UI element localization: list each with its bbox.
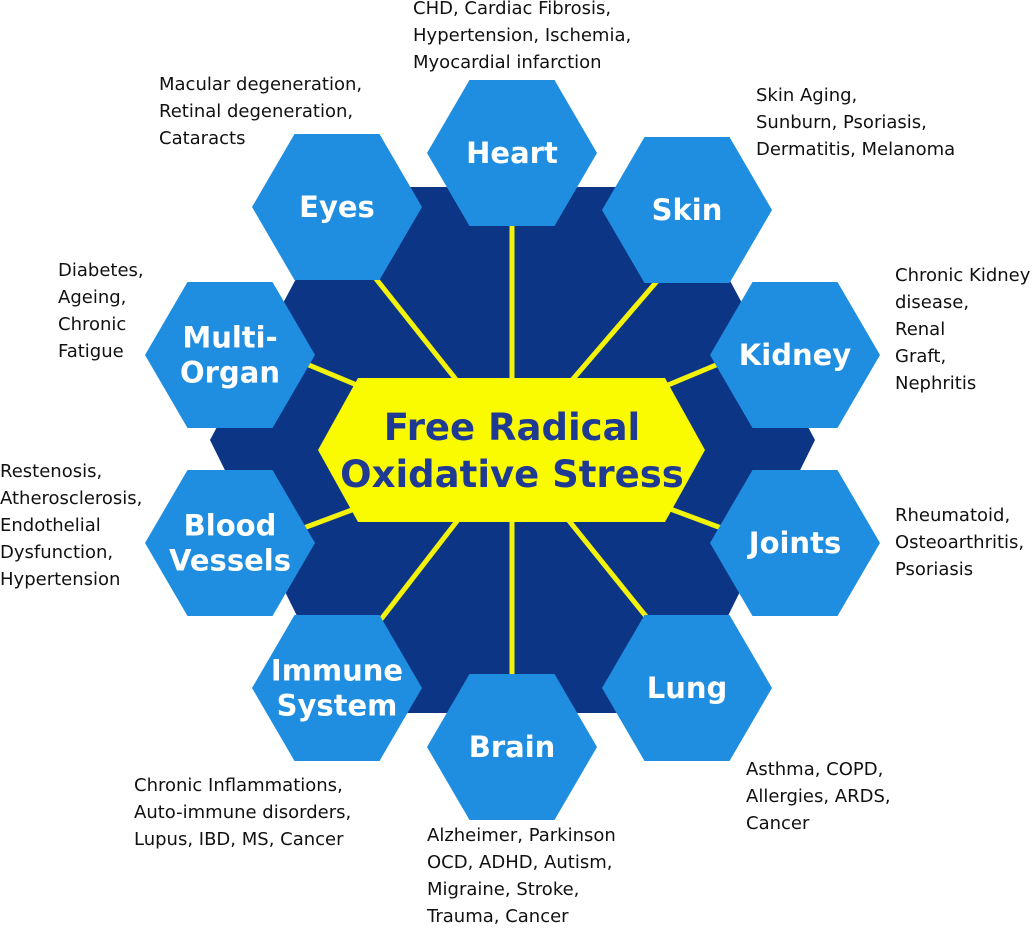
kidney-node: Kidney: [710, 282, 880, 428]
description-line: Cataracts: [159, 128, 246, 149]
description-line: Allergies, ARDS,: [746, 786, 891, 807]
brain-hexagon: [427, 674, 597, 820]
description-line: Hypertension: [0, 569, 121, 590]
blood-vessels-label: Vessels: [169, 544, 291, 578]
joints-hexagon: [710, 470, 880, 616]
lung-description: Asthma, COPD, Allergies, ARDS, Cancer: [746, 756, 891, 837]
heart-node: Heart: [427, 80, 597, 226]
heart-hexagon: [427, 80, 597, 226]
eyes-hexagon: [252, 134, 422, 280]
description-line: Chronic: [58, 314, 127, 335]
joints-description: Rheumatoid, Osteoarthritis, Psoriasis: [895, 502, 1024, 583]
heart-description: CHD, Cardiac Fibrosis, Hypertension, Isch…: [413, 0, 631, 76]
description-line: Osteoarthritis,: [895, 532, 1025, 553]
lung-hexagon: [602, 615, 772, 761]
multi-organ-label: Multi-: [182, 321, 277, 355]
description-line: Cancer: [746, 813, 810, 834]
kidney-label: Kidney: [739, 338, 851, 372]
description-line: Dysfunction,: [0, 542, 114, 563]
center-title-line1: Free Radical: [384, 406, 640, 449]
eyes-label: Eyes: [299, 190, 375, 224]
center-title-line2: Oxidative Stress: [340, 453, 684, 496]
joints-node: Joints: [710, 470, 880, 616]
kidney-hexagon: [710, 282, 880, 428]
description-line: Atherosclerosis,: [0, 488, 143, 509]
description-line: Dermatitis, Melanoma: [756, 139, 956, 160]
description-line: Psoriasis: [895, 559, 974, 580]
heart-label: Heart: [466, 136, 558, 170]
brain-label: Brain: [469, 730, 556, 764]
description-line: Skin Aging,: [756, 85, 858, 106]
description-line: Fatigue: [58, 341, 124, 362]
description-line: Renal: [895, 319, 946, 340]
multi-organ-node: Multi-Organ: [145, 282, 315, 428]
description-line: OCD, ADHD, Autism,: [427, 852, 613, 873]
description-line: Chronic Kidney: [895, 265, 1031, 286]
skin-hexagon: [602, 137, 772, 283]
immune-system-description: Chronic Inflammations, Auto-immune disord…: [134, 772, 351, 853]
skin-node: Skin: [602, 137, 772, 283]
description-line: CHD, Cardiac Fibrosis,: [413, 0, 612, 19]
description-line: Auto-immune disorders,: [134, 802, 352, 823]
multi-organ-hexagon: [145, 282, 315, 428]
lung-label: Lung: [647, 671, 728, 705]
immune-system-label: Immune: [271, 654, 403, 688]
multi-organ-label: Organ: [180, 356, 280, 390]
description-line: disease,: [895, 292, 970, 313]
description-line: Asthma, COPD,: [746, 759, 884, 780]
description-line: Sunburn, Psoriasis,: [756, 112, 927, 133]
joints-label: Joints: [747, 526, 841, 560]
blood-vessels-hexagon: [145, 470, 315, 616]
description-line: Diabetes,: [58, 260, 144, 281]
description-line: Trauma, Cancer: [427, 906, 569, 927]
description-line: Endothelial: [0, 515, 101, 536]
eyes-description: Macular degeneration, Retinal degeneratio…: [159, 71, 362, 152]
eyes-node: Eyes: [252, 134, 422, 280]
description-line: Myocardial infarction: [413, 52, 602, 73]
center-hexagon: [318, 378, 705, 522]
description-line: Rheumatoid,: [895, 505, 1011, 526]
description-line: Retinal degeneration,: [159, 101, 354, 122]
description-line: Hypertension, Ischemia,: [413, 25, 632, 46]
brain-node: Brain: [427, 674, 597, 820]
description-line: Nephritis: [895, 373, 977, 394]
description-line: Ageing,: [58, 287, 127, 308]
skin-label: Skin: [652, 193, 723, 227]
description-line: Graft,: [895, 346, 947, 367]
description-line: Migraine, Stroke,: [427, 879, 580, 900]
immune-system-label: System: [277, 689, 398, 723]
description-line: Chronic Inflammations,: [134, 775, 343, 796]
immune-system-hexagon: [252, 615, 422, 761]
lung-node: Lung: [602, 615, 772, 761]
description-line: Alzheimer, Parkinson: [427, 825, 616, 846]
description-line: Macular degeneration,: [159, 74, 363, 95]
description-line: Lupus, IBD, MS, Cancer: [134, 829, 344, 850]
skin-description: Skin Aging, Sunburn, Psoriasis, Dermatitis…: [756, 82, 955, 163]
blood-vessels-label: Blood: [184, 509, 277, 543]
description-line: Restenosis,: [0, 461, 103, 482]
